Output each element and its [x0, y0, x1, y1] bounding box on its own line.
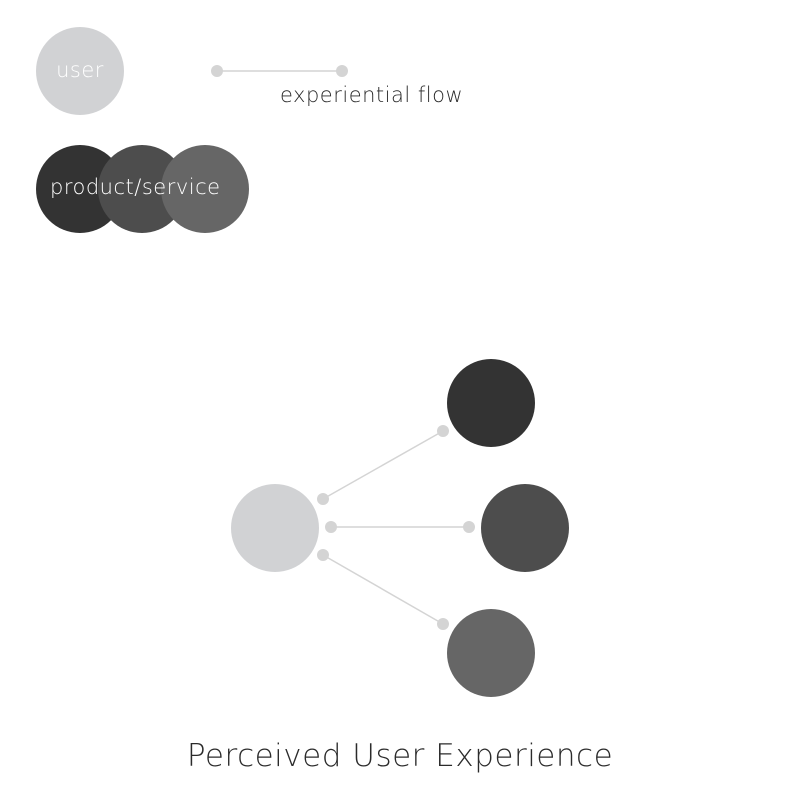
diagram-title: Perceived User Experience — [186, 738, 614, 774]
legend-flow-label: experiential flow — [280, 83, 464, 107]
legend-user-label: user — [56, 58, 104, 82]
diagram-product-node-middle — [481, 484, 569, 572]
flow-connector-bottom — [317, 549, 449, 630]
legend-product-circle-light — [161, 145, 249, 233]
diagram-user-node — [231, 484, 319, 572]
legend-flow-connector — [211, 65, 348, 77]
legend-product-label: product/service — [50, 175, 221, 199]
diagram-product-node-top — [447, 359, 535, 447]
legend-user-circle — [36, 27, 124, 115]
flow-connector-top — [317, 425, 449, 505]
diagram-product-node-bottom — [447, 609, 535, 697]
flow-connector-middle — [325, 521, 475, 533]
